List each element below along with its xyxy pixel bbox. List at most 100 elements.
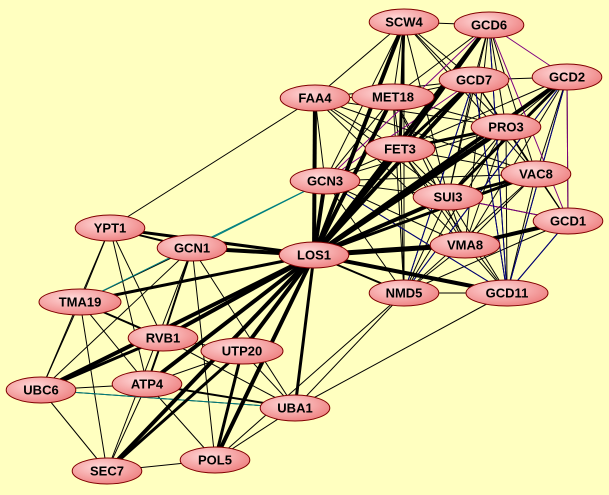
node-rvb1[interactable]: RVB1 [127, 324, 199, 352]
node-ellipse[interactable] [368, 279, 440, 307]
edge-los1-gcd2 [312, 75, 569, 257]
edge-fet3-gcd11 [399, 148, 508, 294]
node-utp20[interactable]: UTP20 [200, 337, 284, 365]
node-ellipse[interactable] [531, 63, 603, 91]
node-tma19[interactable]: TMA19 [38, 288, 122, 316]
edge-gcd6-vma8 [464, 24, 490, 246]
node-uba1[interactable]: UBA1 [259, 394, 331, 422]
node-nmd5[interactable]: NMD5 [368, 279, 440, 307]
node-ubc6[interactable]: UBC6 [5, 376, 77, 404]
node-pol5[interactable]: POL5 [179, 446, 251, 474]
node-gcd1[interactable]: GCD1 [532, 207, 604, 235]
node-ellipse[interactable] [351, 83, 435, 111]
node-vma8[interactable]: VMA8 [429, 231, 501, 259]
edge-gcd1-nmd5 [403, 220, 569, 294]
edge-pro3-gcd11 [505, 126, 508, 294]
node-ellipse[interactable] [429, 231, 501, 259]
node-scw4[interactable]: SCW4 [368, 8, 440, 36]
node-ellipse[interactable] [127, 324, 199, 352]
node-ellipse[interactable] [74, 214, 146, 242]
node-label: GCD11 [486, 286, 529, 301]
node-pro3[interactable]: PRO3 [470, 113, 542, 141]
edge-gcn3-vma8 [324, 180, 466, 246]
node-ellipse[interactable] [179, 446, 251, 474]
node-atp4[interactable]: ATP4 [111, 370, 183, 398]
node-ellipse[interactable] [465, 279, 549, 307]
node-gcd2[interactable]: GCD2 [531, 63, 603, 91]
node-ellipse[interactable] [453, 11, 525, 39]
node-gcn1[interactable]: GCN1 [156, 234, 228, 262]
node-label: POL5 [198, 453, 232, 468]
node-gcd7[interactable]: GCD7 [438, 66, 510, 94]
node-label: ATP4 [131, 377, 164, 392]
node-label: SCW4 [385, 15, 423, 30]
node-label: GCD6 [471, 18, 507, 33]
node-ellipse[interactable] [289, 167, 361, 195]
edge-gcd2-nmd5 [403, 76, 568, 294]
node-label: SEC7 [90, 464, 124, 479]
node-faa4[interactable]: FAA4 [279, 84, 351, 112]
node-ellipse[interactable] [156, 234, 228, 262]
edge-gcn1-sec7 [106, 247, 193, 472]
edge-rvb1-uba1 [162, 337, 296, 409]
edge-ypt1-rvb1 [109, 227, 164, 339]
node-sui3[interactable]: SUI3 [412, 183, 484, 211]
edge-ubc6-uba1 [40, 389, 296, 409]
node-label: UBA1 [277, 401, 312, 416]
edge-los1-ubc6 [40, 253, 315, 392]
node-ellipse[interactable] [259, 394, 331, 422]
node-ellipse[interactable] [368, 8, 440, 36]
node-ellipse[interactable] [278, 241, 350, 269]
node-gcd6[interactable]: GCD6 [453, 11, 525, 39]
edge-los1-tma19 [79, 253, 315, 304]
node-ellipse[interactable] [71, 457, 143, 485]
edge-fet3-nmd5 [399, 148, 405, 294]
edge-gcd2-vma8 [464, 76, 568, 246]
edge-uba1-nmd5 [294, 292, 405, 409]
edge-ypt1-faa4 [109, 97, 316, 229]
node-label: GCD1 [550, 214, 586, 229]
node-label: NMD5 [386, 286, 423, 301]
node-fet3[interactable]: FET3 [364, 135, 436, 163]
node-label: UTP20 [222, 344, 262, 359]
node-label: GCN3 [307, 174, 343, 189]
edge-tma19-atp4 [79, 301, 148, 385]
edge-sui3-nmd5 [403, 196, 449, 294]
edge-los1-utp20 [240, 253, 316, 353]
edge-atp4-sec7 [106, 383, 148, 472]
node-ellipse[interactable] [5, 376, 77, 404]
edge-gcd2-gcd1 [566, 76, 569, 222]
node-gcn3[interactable]: GCN3 [289, 167, 361, 195]
node-ellipse[interactable] [200, 337, 284, 365]
edge-rvb1-gcn1 [162, 247, 193, 339]
edge-ypt1-atp4 [109, 227, 148, 385]
node-ellipse[interactable] [279, 84, 351, 112]
node-los1[interactable]: LOS1 [278, 241, 350, 269]
node-label: FAA4 [298, 91, 332, 106]
node-met18[interactable]: MET18 [351, 83, 435, 111]
edge-los1-vac8 [313, 172, 537, 257]
node-ellipse[interactable] [500, 160, 572, 188]
node-label: GCN1 [174, 241, 210, 256]
edge-utp20-pol5 [213, 350, 244, 461]
node-ellipse[interactable] [532, 207, 604, 235]
node-label: PRO3 [488, 120, 523, 135]
node-ellipse[interactable] [438, 66, 510, 94]
node-label: VAC8 [519, 167, 553, 182]
node-ellipse[interactable] [412, 183, 484, 211]
node-vac8[interactable]: VAC8 [500, 160, 572, 188]
node-ellipse[interactable] [38, 288, 122, 316]
node-ypt1[interactable]: YPT1 [74, 214, 146, 242]
node-sec7[interactable]: SEC7 [71, 457, 143, 485]
edge-tma19-sec7 [79, 301, 108, 472]
node-ellipse[interactable] [470, 113, 542, 141]
edge-gcd6-vac8 [488, 24, 537, 175]
node-gcd11[interactable]: GCD11 [465, 279, 549, 307]
edge-gcd7-sui3 [447, 79, 475, 198]
node-ellipse[interactable] [111, 370, 183, 398]
edge-los1-uba1 [293, 254, 316, 409]
node-ellipse[interactable] [364, 135, 436, 163]
node-label: GCD2 [549, 70, 585, 85]
